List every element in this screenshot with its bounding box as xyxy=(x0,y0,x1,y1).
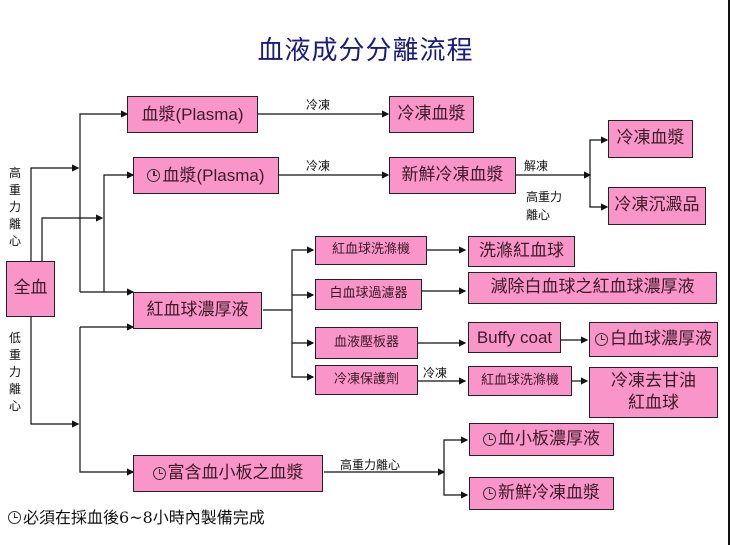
node-rbc-washer-2: 紅血球洗滌機 xyxy=(468,366,572,396)
node-plasma-timed: 血漿(Plasma) xyxy=(133,157,279,194)
edge-thaw-cryo xyxy=(589,175,609,211)
slide-border xyxy=(728,0,730,545)
node-washed-rbc: 洗滌紅血球 xyxy=(468,236,575,267)
node-plasma: 血漿(Plasma) xyxy=(127,96,258,133)
node-cryoprotectant: 冷凍保護劑 xyxy=(315,365,418,395)
high-g-centrifuge-label: 高重力離心 xyxy=(8,166,21,248)
node-leuko-filter: 白血球過濾器 xyxy=(315,279,422,310)
edge-label-thaw: 解凍 xyxy=(524,159,549,173)
clock-icon xyxy=(147,169,161,182)
edge-spin-ffp2 xyxy=(443,472,469,499)
clock-icon xyxy=(483,433,496,446)
edge-rbc-trunk xyxy=(263,246,315,311)
node-fresh-frozen-plasma: 新鮮冷凍血漿 xyxy=(389,157,516,194)
clock-icon xyxy=(152,467,166,480)
edge-wholeblood-lowg xyxy=(30,316,80,428)
node-frozen-plasma-2: 冷凍血漿 xyxy=(608,120,693,158)
edge-lowg-trunk xyxy=(79,327,135,476)
low-g-centrifuge-label: 低重力離心 xyxy=(8,331,21,413)
node-platelet-concentrate: 血小板濃厚液 xyxy=(469,423,614,456)
edge-rbc-cryo xyxy=(291,343,315,381)
edge-thaw-frozen xyxy=(589,136,609,175)
clock-icon xyxy=(483,487,496,500)
edge-label-freeze-2: 冷凍 xyxy=(306,159,331,173)
node-rbc-washer: 紅血球洗滌機 xyxy=(315,236,427,265)
edge-label-high-g-spin: 高重力離心 xyxy=(340,458,401,472)
node-frozen-plasma: 冷凍血漿 xyxy=(389,96,474,133)
node-plasma-extractor: 血液壓板器 xyxy=(315,327,418,359)
node-platelet-rich-plasma: 富含血小板之血漿 xyxy=(133,455,323,492)
edge-trunk-plasma-timed xyxy=(103,171,135,292)
node-cryoprecipitate: 冷凍沉澱品 xyxy=(608,187,706,225)
node-packed-rbc: 紅血球濃厚液 xyxy=(133,292,262,329)
node-whole-blood: 全血 xyxy=(6,261,55,317)
footnote: 必須在採血後6~8小時內製備完成 xyxy=(8,504,265,528)
node-buffy-coat: Buffy coat xyxy=(468,322,561,353)
node-fresh-frozen-plasma-2: 新鮮冷凍血漿 xyxy=(469,477,614,510)
node-leuko-reduced-rbc: 減除白血球之紅血球濃厚液 xyxy=(468,272,717,304)
clock-icon xyxy=(595,333,608,346)
edge-label-freeze-1: 冷凍 xyxy=(306,98,331,112)
page-title: 血液成分分離流程 xyxy=(257,36,474,66)
edge-label-high-g-1: 高重力 xyxy=(526,190,563,204)
edge-trunk-plasma xyxy=(79,110,129,292)
edge-wholeblood-highg-b xyxy=(41,214,104,262)
edge-spin-platelet xyxy=(443,436,469,472)
edge-rbc-extractor xyxy=(291,310,315,347)
edge-label-freeze-3: 冷凍 xyxy=(423,366,448,380)
node-frozen-deglycerolized-rbc: 冷凍去甘油紅血球 xyxy=(589,367,718,418)
edge-label-high-g-2: 離心 xyxy=(526,208,551,222)
node-wbc-concentrate: 白血球濃厚液 xyxy=(589,322,718,357)
edge-wholeblood-highg-a xyxy=(30,164,80,262)
clock-icon xyxy=(8,511,21,524)
